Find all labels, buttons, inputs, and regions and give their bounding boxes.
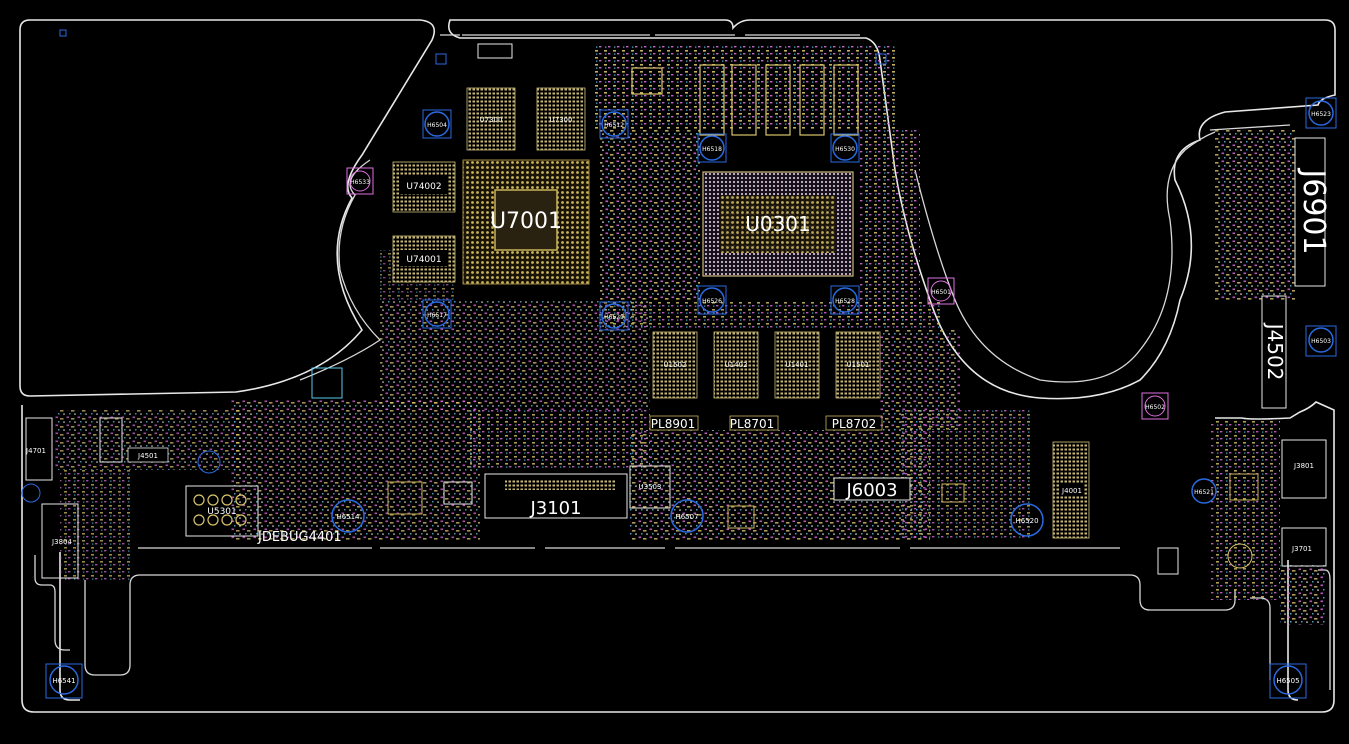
svg-text:H6501: H6501	[931, 289, 951, 296]
svg-text:H6504: H6504	[427, 122, 447, 129]
pl8901-label: PL8901	[651, 417, 695, 431]
hole-h6505[interactable]: H6505	[1269, 663, 1307, 699]
svg-text:H6520: H6520	[1015, 517, 1038, 525]
hole-h6529[interactable]: H6529	[599, 301, 629, 331]
u74002-label: U74002	[406, 182, 441, 192]
svg-text:H6512: H6512	[604, 122, 624, 129]
svg-text:H6502: H6502	[1145, 404, 1165, 411]
j3701-label: J3701	[1291, 545, 1312, 553]
dram-chips[interactable]: U1502 U1402 U1401 U1501	[652, 331, 881, 399]
j4701-label: J4701	[25, 447, 46, 455]
u3503-label: U3503	[639, 483, 662, 491]
connector-j6003[interactable]: J6003	[833, 477, 911, 501]
svg-text:H6521: H6521	[1194, 489, 1214, 496]
hole-h6541[interactable]: H6541	[45, 663, 83, 699]
j6003-label: J6003	[845, 480, 897, 501]
hole-h6517[interactable]: H6517	[422, 299, 452, 329]
u74001-label: U74001	[406, 255, 441, 265]
hole-h6501[interactable]: H6501	[927, 277, 955, 305]
memory-label-1: U7300	[480, 116, 503, 124]
connector-j4502[interactable]: J4502	[1261, 295, 1287, 409]
memory-u74[interactable]: U74002 U74001	[392, 161, 456, 283]
connector-j4701[interactable]: J4701	[25, 417, 53, 481]
j4502-label: J4502	[1263, 322, 1287, 381]
svg-text:H6528: H6528	[835, 298, 855, 305]
connector-j3101[interactable]: J3101	[484, 473, 628, 519]
svg-text:H6533: H6533	[350, 179, 370, 186]
board-inner-edges	[34, 34, 1331, 690]
svg-text:H6514: H6514	[336, 513, 360, 521]
gpu-memory[interactable]: U7300 U7300	[466, 87, 586, 151]
hole-h6521[interactable]: H6521	[1191, 478, 1217, 504]
cpu-chip[interactable]: U0301	[702, 171, 854, 277]
hole-h6523[interactable]: H6523	[1305, 97, 1337, 129]
j3804-label: J3804	[51, 538, 72, 546]
pl8702-label: PL8702	[832, 417, 876, 431]
gpu-chip[interactable]: U7001	[462, 159, 590, 285]
vrm-inductors-top	[631, 64, 859, 136]
chip-u3503[interactable]: U3503	[629, 465, 671, 509]
j4501-label: J4501	[137, 452, 158, 460]
connector-j6901[interactable]: J6901	[1294, 137, 1331, 287]
svg-text:H6523: H6523	[1311, 111, 1331, 118]
hole-h6514[interactable]: H6514	[331, 499, 365, 533]
hole-h6530[interactable]: H6530	[830, 133, 860, 163]
gpu-label: U7001	[490, 209, 562, 234]
hole-h6512[interactable]: H6512	[599, 109, 629, 139]
j4001-label: J4001	[1061, 487, 1082, 495]
connector-j3801[interactable]: J3801	[1281, 439, 1327, 499]
inductors-row[interactable]: PL8901 PL8701 PL8702	[649, 415, 883, 431]
svg-text:H6517: H6517	[427, 312, 447, 319]
svg-text:H6503: H6503	[1311, 338, 1331, 345]
misc-chips	[99, 43, 1259, 575]
jdebug-label: JDEBUG4401	[257, 530, 342, 545]
connector-j3701[interactable]: J3701	[1281, 527, 1327, 567]
j6901-label: J6901	[1296, 167, 1331, 254]
connector-j3804[interactable]: J3804	[41, 503, 79, 579]
hole-h6507[interactable]: H6507	[670, 499, 704, 533]
svg-text:H6530: H6530	[835, 146, 855, 153]
connector-j4501[interactable]: J4501	[127, 447, 169, 463]
svg-text:H6541: H6541	[52, 677, 75, 685]
svg-text:H6505: H6505	[1276, 677, 1299, 685]
hole-h6504[interactable]: H6504	[422, 109, 452, 139]
hole-h6503[interactable]: H6503	[1305, 325, 1337, 357]
j3101-label: J3101	[529, 498, 581, 519]
dram-label-3: U1401	[786, 361, 809, 369]
j3801-label: J3801	[1293, 462, 1314, 470]
svg-text:H6526: H6526	[702, 298, 722, 305]
hole-h6533[interactable]: H6533	[346, 167, 374, 195]
svg-text:H6507: H6507	[675, 513, 698, 521]
mounting-holes[interactable]: H6541 H6505 H6523 H6503 H6514 H6507 H652…	[45, 97, 1337, 699]
dram-label-1: U1502	[664, 361, 687, 369]
hole-h6520[interactable]: H6520	[1010, 503, 1044, 537]
fiducials	[21, 29, 1253, 569]
pl8701-label: PL8701	[730, 417, 774, 431]
dram-label-4: U1501	[847, 361, 870, 369]
hole-h6502[interactable]: H6502	[1141, 392, 1169, 420]
svg-text:H6518: H6518	[702, 146, 722, 153]
memory-label-2: U7300	[550, 116, 573, 124]
u5301-label: U5301	[207, 507, 237, 517]
chip-u5301[interactable]: U5301	[185, 485, 259, 537]
connector-j4001[interactable]: J4001	[1052, 441, 1090, 539]
hole-h6528[interactable]: H6528	[830, 285, 860, 315]
cpu-label: U0301	[745, 212, 811, 236]
dram-label-2: U1402	[725, 361, 748, 369]
hole-h6518[interactable]: H6518	[697, 133, 727, 163]
svg-text:H6529: H6529	[604, 314, 624, 321]
hole-h6526[interactable]: H6526	[697, 285, 727, 315]
